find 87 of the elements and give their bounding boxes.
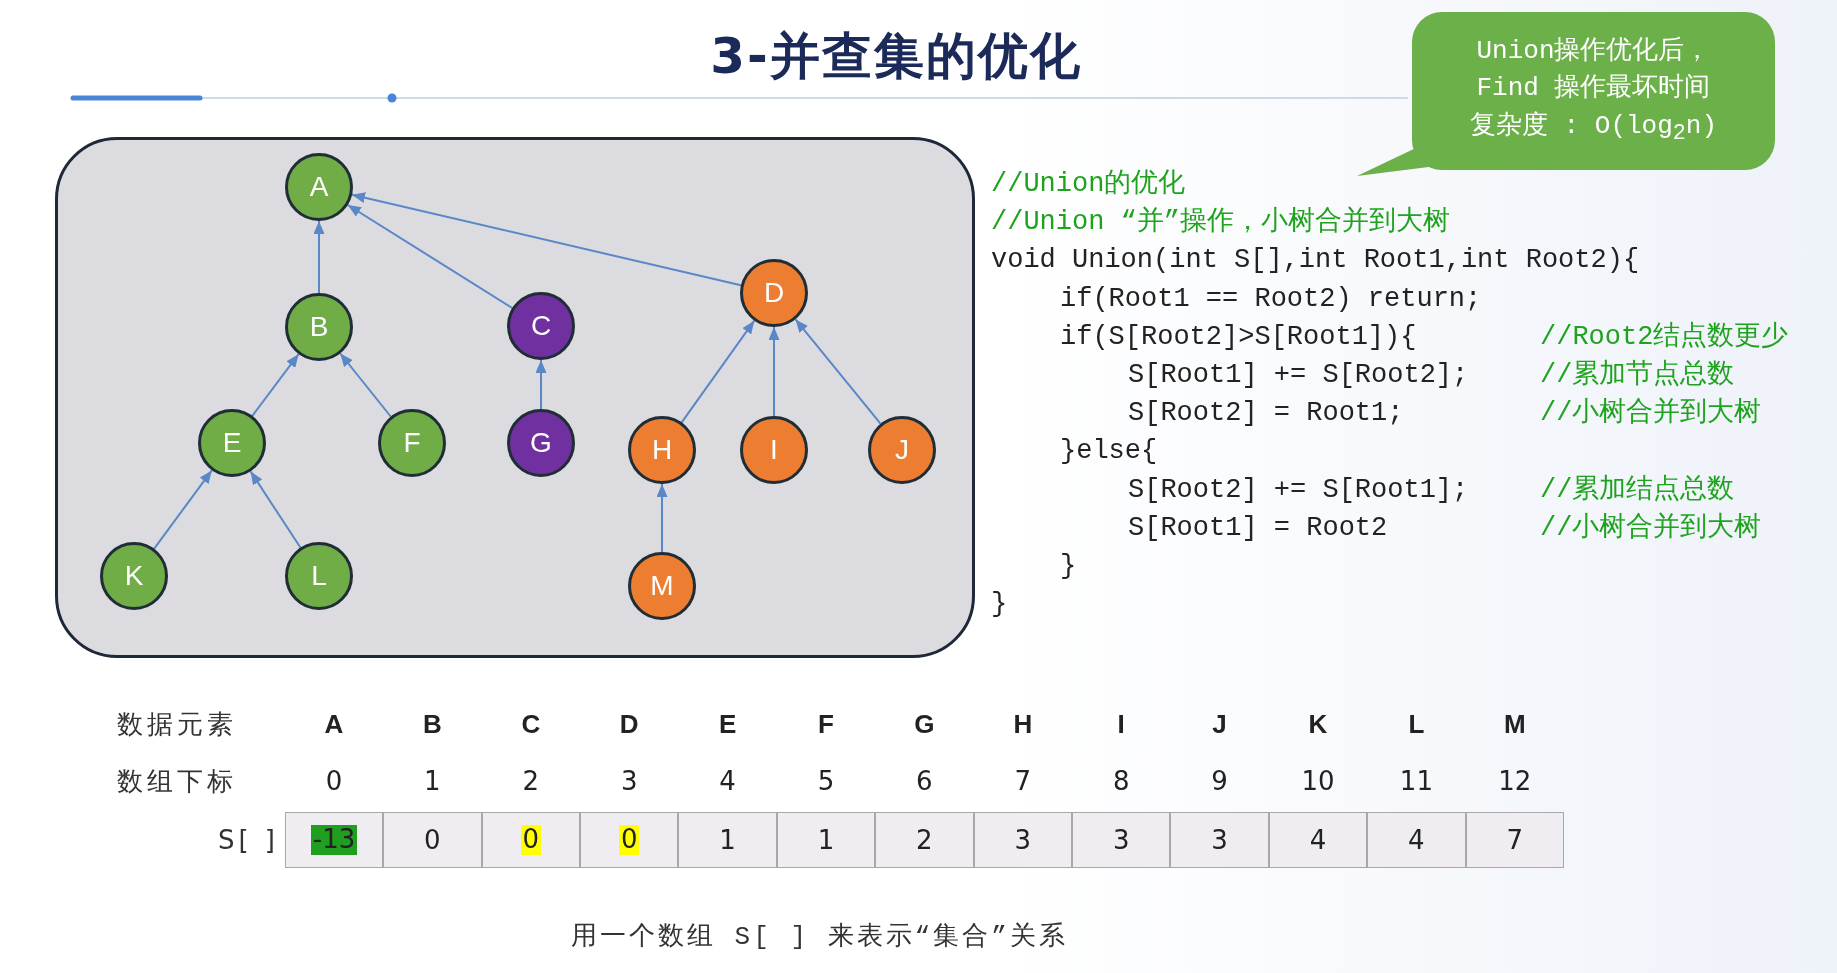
index-number: 9 — [1211, 766, 1228, 796]
column-header: H — [1013, 708, 1033, 740]
array-cell: 2 — [875, 812, 974, 868]
index-number: 7 — [1014, 766, 1032, 796]
column-header: L — [1408, 708, 1425, 740]
column-header: K — [1308, 708, 1328, 740]
tree-node: C — [507, 292, 575, 360]
column-header: A — [324, 708, 344, 740]
code-line: void Union(int S[],int Root1,int Root2){ — [991, 244, 1640, 277]
array-cell: 1 — [678, 812, 777, 868]
highlighted-value: 0 — [520, 825, 542, 855]
row-header: 数据元素 — [117, 707, 237, 741]
arrow — [313, 220, 325, 294]
tree-node: E — [198, 409, 266, 477]
arrow — [153, 469, 213, 550]
column-header: I — [1117, 708, 1125, 740]
code-line: S[Root2] += S[Root1]; — [1128, 473, 1469, 506]
column-header: J — [1212, 708, 1227, 740]
code-comment: //累加节点总数 — [1540, 358, 1735, 392]
arrow — [351, 192, 742, 287]
array-cell: 7 — [1465, 812, 1564, 868]
code-line: if(S[Root2]>S[Root1]){ — [1060, 320, 1417, 353]
column-header: B — [423, 708, 442, 740]
tree-node: I — [740, 416, 808, 484]
tree-node: G — [507, 409, 575, 477]
tree-node: H — [628, 416, 696, 484]
array-cell: 1 — [776, 812, 876, 868]
code-line: } — [991, 588, 1008, 621]
code-line: S[Root1] += S[Root2]; — [1128, 358, 1469, 392]
row-header: S[ ] — [217, 825, 279, 855]
column-header: D — [619, 708, 639, 740]
array-cell: 4 — [1367, 812, 1466, 868]
array-cell: 3 — [1170, 812, 1269, 868]
arrow — [768, 326, 780, 417]
index-number: 5 — [817, 766, 835, 796]
index-number: 1 — [424, 766, 441, 796]
tree-node: F — [378, 409, 446, 477]
index-number: 2 — [522, 766, 540, 796]
index-number: 8 — [1112, 766, 1130, 796]
index-number: 11 — [1399, 766, 1433, 796]
tree-node: L — [285, 542, 353, 610]
index-number: 12 — [1498, 766, 1532, 796]
slide-title: 3-并查集的优化 — [710, 25, 1082, 87]
tree-node: J — [868, 416, 936, 484]
column-header: M — [1503, 708, 1526, 740]
arrow — [656, 483, 668, 553]
slide-caption: 用一个数组 S[ ] 来表示“集合”关系 — [571, 920, 1068, 953]
code-line: } — [1060, 549, 1077, 583]
tree-node: M — [628, 552, 696, 620]
index-number: 4 — [719, 766, 736, 796]
index-number: 10 — [1301, 766, 1335, 796]
code-line: }else{ — [1060, 435, 1158, 468]
arrow — [251, 353, 300, 417]
tree-node: A — [285, 153, 353, 221]
code-comment: //累加结点总数 — [1540, 473, 1735, 506]
array-cell: 4 — [1268, 812, 1368, 868]
column-header: G — [914, 708, 935, 740]
arrow — [680, 319, 756, 424]
arrow — [535, 359, 547, 410]
arrow — [339, 352, 392, 418]
tree-panel — [55, 137, 975, 658]
index-number: 3 — [620, 766, 638, 796]
index-number: 0 — [325, 766, 343, 796]
index-number: 6 — [916, 766, 933, 796]
code-comment: //小树合并到大树 — [1540, 397, 1762, 430]
array-cell: 0 — [383, 812, 482, 868]
code-comment: //Root2结点数更少 — [1540, 320, 1789, 353]
arrow — [794, 318, 882, 425]
array-cell: 3 — [1072, 812, 1171, 868]
code-comment: //小树合并到大树 — [1540, 511, 1762, 544]
column-header: F — [818, 708, 834, 740]
tree-node: B — [285, 293, 353, 361]
arrow — [346, 204, 514, 309]
code-line: if(Root1 == Root2) return; — [1060, 282, 1482, 315]
column-header: E — [718, 708, 737, 740]
tree-node: K — [100, 542, 168, 610]
code-line: S[Root1] = Root2 — [1128, 511, 1388, 544]
code-comment: //Union的优化 — [991, 167, 1186, 201]
code-line: S[Root2] = Root1; — [1128, 397, 1404, 430]
array-cell: 3 — [973, 812, 1072, 868]
arrow — [249, 470, 302, 549]
row-header: 数组下标 — [117, 764, 237, 798]
highlighted-value: 0 — [618, 825, 640, 855]
code-comment: //Union “并”操作，小树合并到大树 — [991, 206, 1451, 239]
column-header: C — [521, 708, 541, 740]
highlighted-value: -13 — [310, 825, 358, 855]
tree-node: D — [740, 259, 808, 327]
